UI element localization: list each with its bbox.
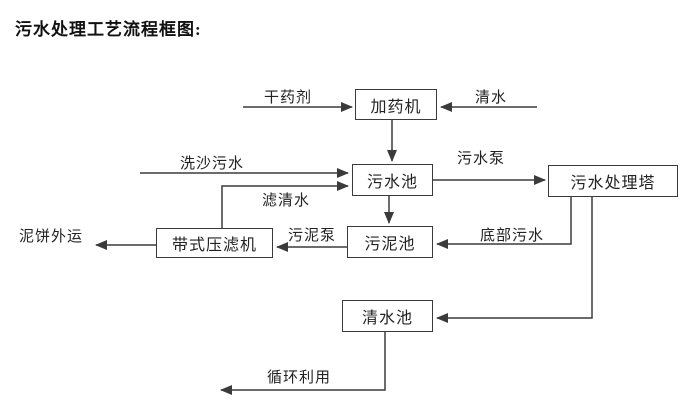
node-sewage-pool: 污水池 [352, 164, 433, 196]
node-belt-filter-press: 带式压滤机 [156, 228, 273, 258]
edge-label-clean-water: 清水 [474, 90, 508, 106]
edge-bottom-sewage-arrow [436, 197, 572, 249]
node-dosing-machine: 加药机 [355, 89, 437, 120]
node-belt-filter-press-label: 带式压滤机 [171, 237, 257, 254]
edge-recycle-arrow [220, 332, 386, 395]
node-sewage-treatment-tower: 污水处理塔 [548, 165, 678, 197]
edge-label-filtered-water: 滤清水 [261, 193, 311, 209]
edge-label-sand-washing-sewage: 洗沙污水 [179, 156, 245, 172]
node-sludge-pool-label: 污泥池 [364, 236, 416, 253]
node-clean-water-pool: 清水池 [342, 300, 433, 332]
edge-label-sludge-pump: 污泥泵 [287, 228, 337, 244]
edge-label-sewage-pump: 污水泵 [456, 151, 506, 167]
node-sewage-treatment-tower-label: 污水处理塔 [570, 175, 656, 192]
node-clean-water-pool-label: 清水池 [361, 310, 413, 327]
edge-label-recycle-use: 循环利用 [266, 370, 332, 386]
edge-label-mud-cake-out: 泥饼外运 [18, 229, 84, 245]
node-sewage-pool-label: 污水池 [366, 174, 418, 191]
page-title: 污水处理工艺流程框图: [15, 20, 202, 39]
edge-tower-to-clean-arrow [436, 197, 593, 323]
edge-label-dry-chemical: 干药剂 [263, 90, 313, 106]
edge-filtered-water-arrow [221, 181, 349, 228]
node-sludge-pool: 污泥池 [347, 226, 433, 258]
node-dosing-machine-label: 加药机 [370, 98, 422, 116]
edge-label-bottom-sewage: 底部污水 [479, 228, 545, 244]
